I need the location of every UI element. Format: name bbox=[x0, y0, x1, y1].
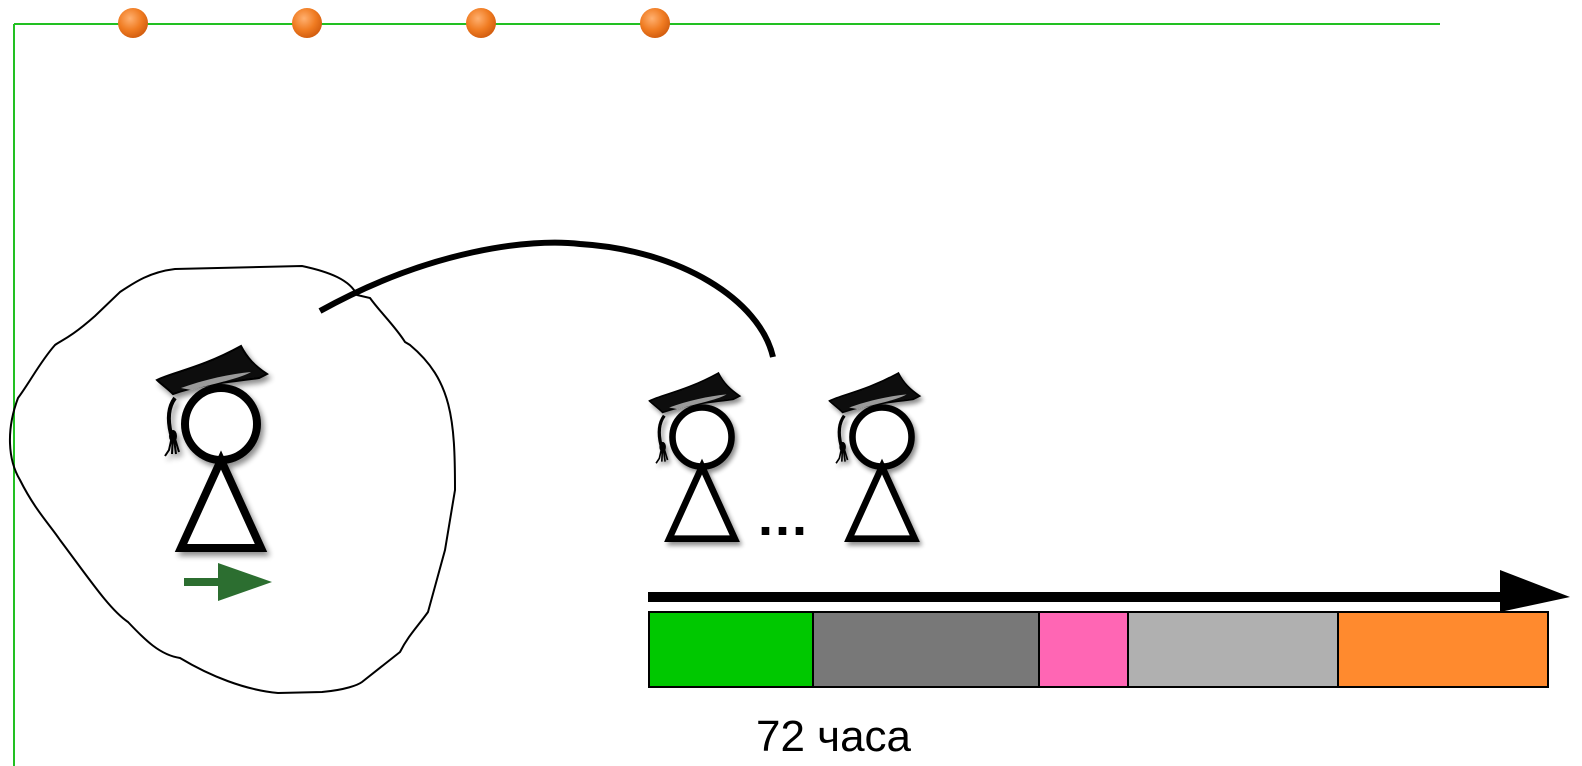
timeline-segment-orange bbox=[1337, 611, 1549, 688]
timeline-bar bbox=[648, 611, 1549, 688]
progress-dot bbox=[292, 8, 322, 38]
direction-arrow-icon bbox=[184, 563, 272, 601]
connector-arc bbox=[318, 239, 776, 358]
timeline-segment-green bbox=[648, 611, 814, 688]
student-last-figure bbox=[830, 373, 920, 539]
student-first-figure bbox=[650, 373, 740, 539]
timeline-segment-pink bbox=[1038, 611, 1129, 688]
progress-dots bbox=[118, 8, 670, 38]
student-main-figure bbox=[157, 346, 267, 548]
timeline-segment-light-gray bbox=[1127, 611, 1339, 688]
timeline-arrow bbox=[648, 570, 1570, 612]
progress-dot bbox=[640, 8, 670, 38]
progress-dot bbox=[466, 8, 496, 38]
duration-label: 72 часа bbox=[756, 712, 912, 761]
progress-dot bbox=[118, 8, 148, 38]
freehand-outline bbox=[9, 264, 457, 695]
slide-frame bbox=[13, 23, 1440, 766]
students-ellipsis: ... bbox=[758, 487, 810, 547]
timeline-segment-dark-gray bbox=[812, 611, 1040, 688]
